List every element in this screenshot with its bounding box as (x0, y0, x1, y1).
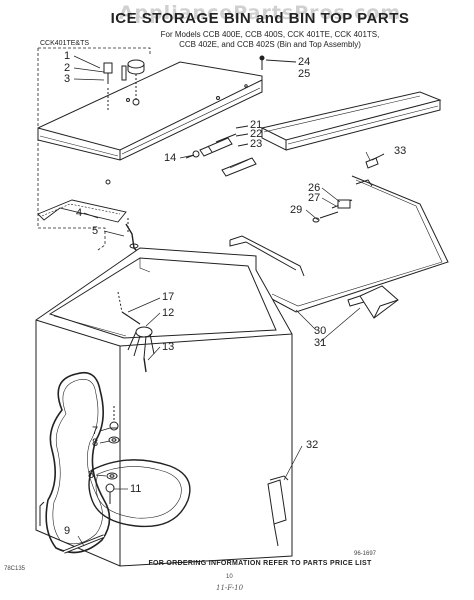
callout-29: 29 (290, 204, 303, 216)
callout-8-lower: 8 (88, 469, 95, 481)
door-bail-frame (230, 176, 448, 312)
callout-leaders (74, 56, 370, 546)
callout-5: 5 (92, 225, 99, 237)
callout-26: 26 (308, 182, 321, 194)
bin-top-lid (38, 62, 262, 184)
page-number: 10 (226, 574, 233, 580)
callout-30: 30 (314, 325, 327, 337)
callout-22: 22 (250, 128, 263, 140)
handwritten-note: 11-F-10 (216, 584, 244, 592)
callout-12: 12 (162, 307, 175, 319)
callout-21: 21 (250, 119, 263, 131)
callout-23: 23 (250, 138, 263, 150)
ice-bin-cabinet (36, 248, 292, 566)
callout-32: 32 (306, 439, 319, 451)
clip-33 (366, 154, 384, 168)
screw-24 (260, 56, 296, 70)
callout-4: 4 (76, 207, 83, 219)
diagram-title: ICE STORAGE BIN and BIN TOP PARTS (110, 10, 410, 27)
callout-24: 24 (298, 56, 311, 68)
diagram-subtitle: For Models CCB 400E, CCB 400S, CCK 401TE… (120, 30, 420, 50)
corner-code: 78C135 (4, 566, 26, 572)
callout-2: 2 (64, 62, 71, 74)
drawing-number: 96-1697 (354, 551, 377, 557)
lid-fasteners (104, 60, 144, 110)
callout-13: 13 (162, 341, 175, 353)
bin-deflector-panel (262, 92, 440, 150)
callout-9: 9 (64, 525, 71, 537)
watermark-text: AppliancePartsPros.com (118, 2, 402, 24)
model-reference-box (38, 48, 150, 250)
callout-17: 17 (162, 291, 175, 303)
subtitle-line-2: CCB 402E, and CCB 402S (Bin and Top Asse… (179, 40, 361, 49)
callout-27: 27 (308, 192, 321, 204)
drain-fittings (106, 406, 119, 504)
callout-11: 11 (130, 483, 142, 495)
callout-1: 1 (64, 50, 71, 62)
sensor-harness (118, 292, 154, 372)
callout-31: 31 (314, 337, 327, 349)
ordering-footer: FOR ORDERING INFORMATION REFER TO PARTS … (148, 560, 372, 567)
callout-7: 7 (92, 425, 99, 437)
model-box-label: CCK401TE&TS (40, 40, 90, 47)
hinge-assembly (186, 126, 256, 176)
callout-25: 25 (298, 68, 311, 80)
callout-3: 3 (64, 73, 71, 85)
callout-8-upper: 8 (92, 437, 99, 449)
callout-33: 33 (394, 145, 407, 157)
lid-gasket-and-clamp (38, 200, 140, 254)
ice-scoop (348, 286, 398, 318)
subtitle-line-1: For Models CCB 400E, CCB 400S, CCK 401TE… (160, 30, 380, 39)
callout-14: 14 (164, 152, 177, 164)
